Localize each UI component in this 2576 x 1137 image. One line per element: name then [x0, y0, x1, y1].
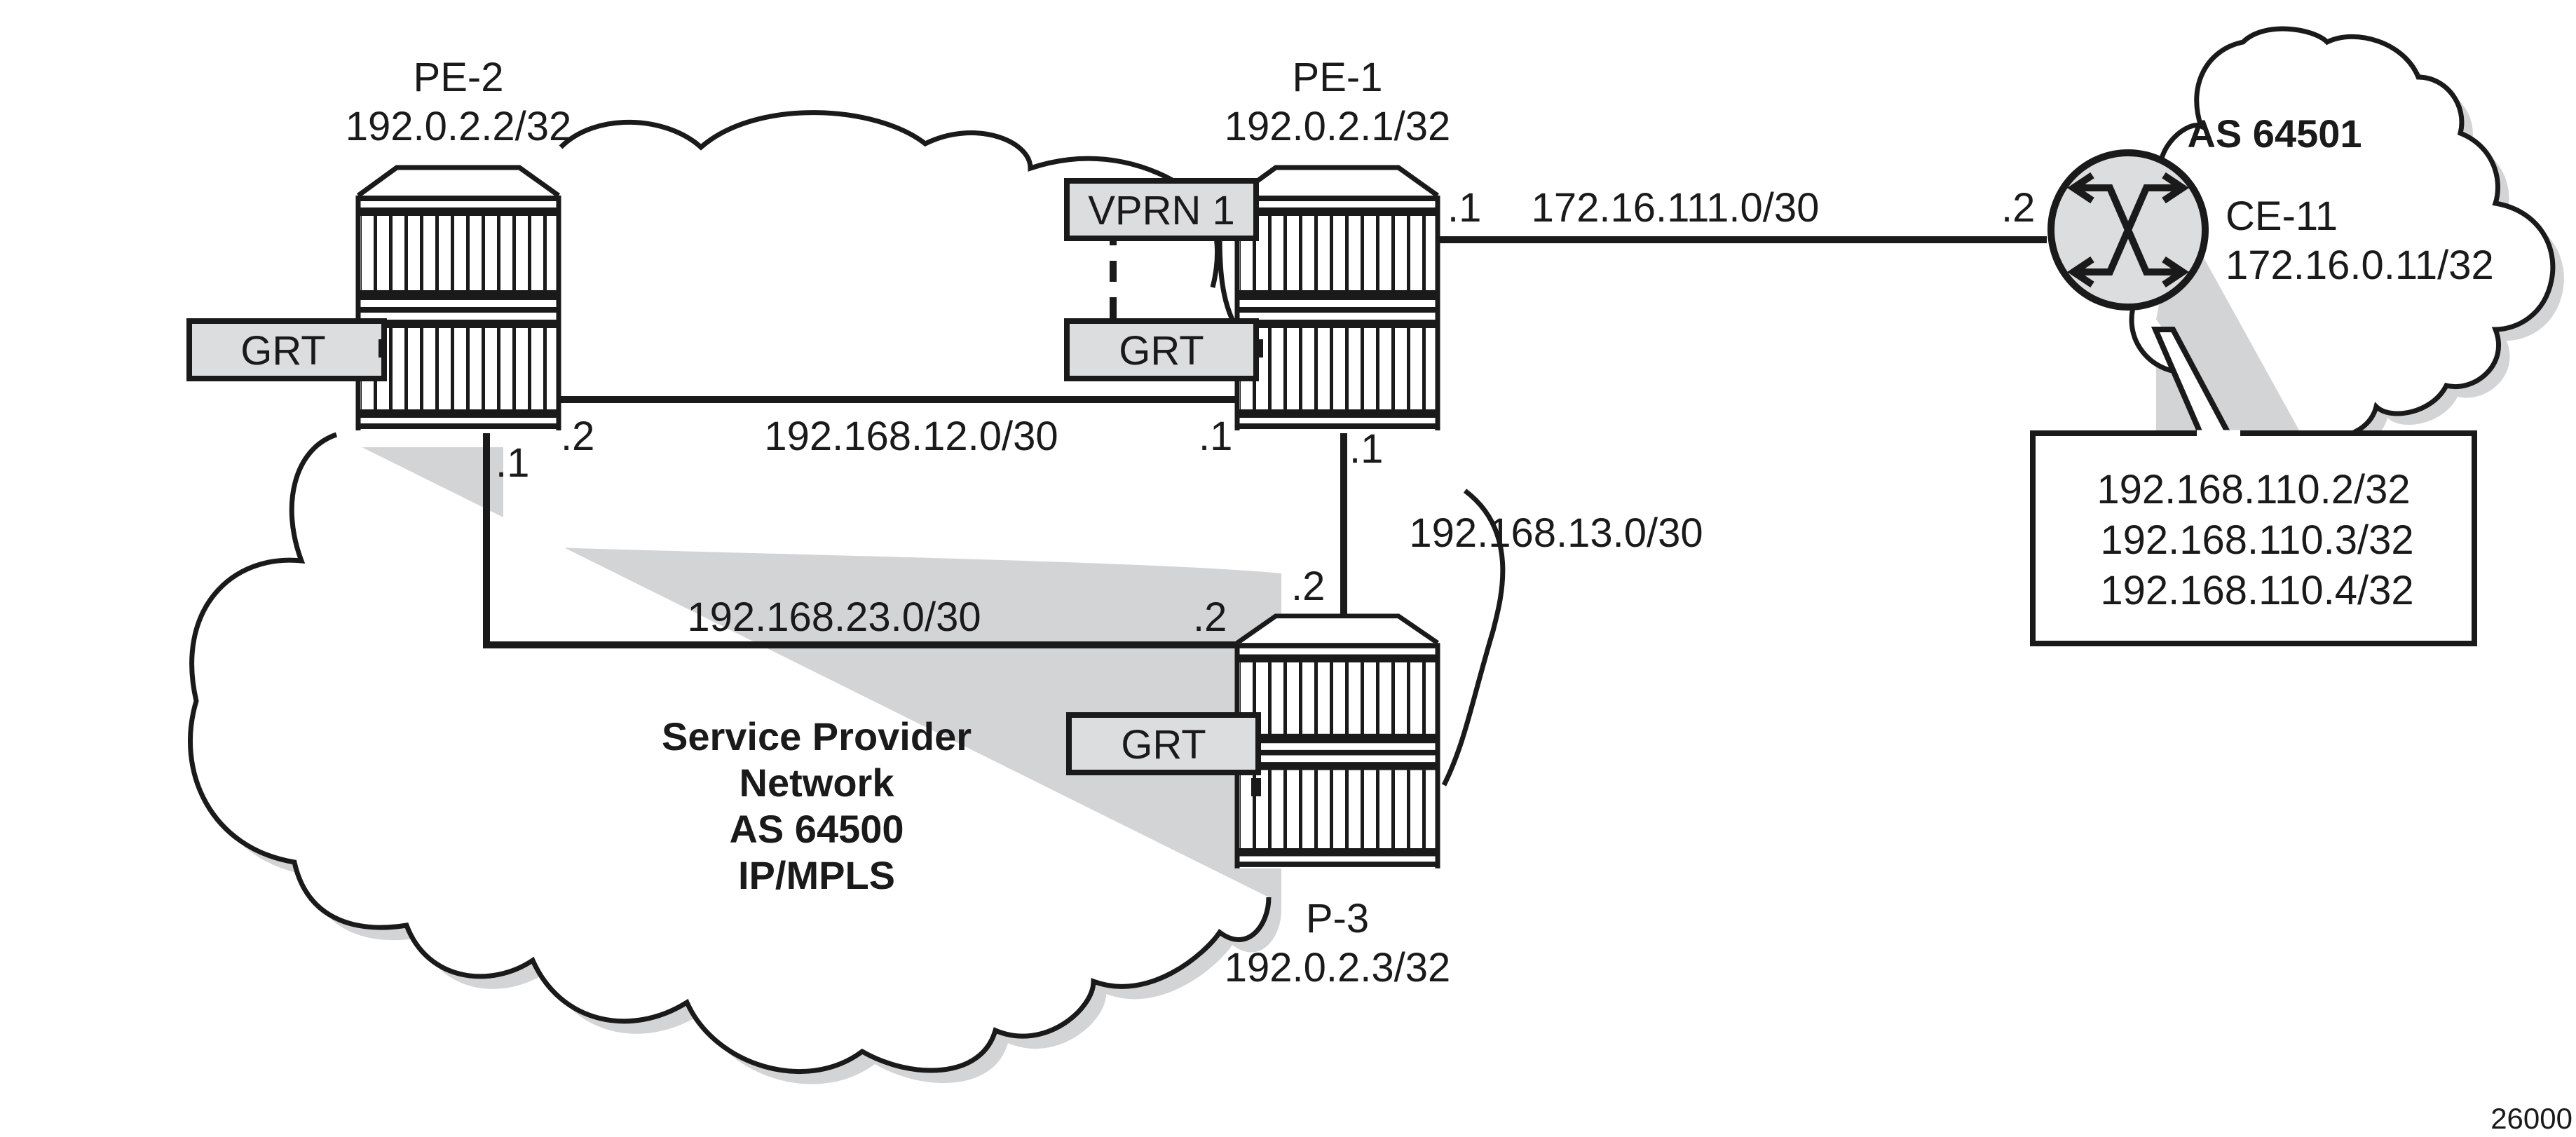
ce11-address: 172.16.0.11/32: [2226, 243, 2494, 288]
subnet-pe2-p3: 192.168.23.0/30: [687, 594, 981, 640]
provider-label-line2: Network: [740, 761, 895, 805]
if-pe2-pe1: .2: [561, 414, 594, 459]
pe2-grt-label: GRT: [240, 328, 325, 374]
pe2-name: PE-2: [414, 55, 504, 100]
if-pe2-p3: .1: [496, 440, 529, 486]
ce-prefix-callout: 192.168.110.2/32 192.168.110.3/32 192.16…: [2030, 327, 2477, 646]
pe1-address: 192.0.2.1/32: [1225, 104, 1451, 149]
pe1-grt-box[interactable]: GRT: [1064, 318, 1263, 381]
p3-grt-label: GRT: [1121, 722, 1206, 768]
p3-name: P-3: [1306, 896, 1369, 941]
pe2-grt-box[interactable]: GRT: [186, 318, 387, 381]
ce11-name: CE-11: [2226, 193, 2338, 239]
customer-cloud: [2129, 26, 2564, 467]
if-ce11-pe1: .2: [2001, 185, 2035, 231]
customer-as-label: AS 64501: [2187, 111, 2362, 156]
if-p3-pe2: .2: [1193, 594, 1227, 640]
provider-label-line3: AS 64500: [729, 807, 904, 851]
router-ce11[interactable]: [2047, 149, 2209, 311]
provider-label-line1: Service Provider: [662, 714, 972, 758]
p3-grt-box[interactable]: GRT: [1066, 712, 1261, 796]
provider-label-line4: IP/MPLS: [738, 853, 895, 897]
if-pe1-p3: .1: [1349, 426, 1383, 472]
pe1-name: PE-1: [1293, 55, 1383, 100]
provider-cloud: [188, 110, 1506, 1084]
if-pe1-ce11: .1: [1447, 185, 1481, 231]
link-pe2-p3: [483, 433, 1237, 648]
pe1-vprn-label: VPRN 1: [1088, 188, 1235, 233]
pe2-address: 192.0.2.2/32: [346, 104, 572, 149]
ce-prefix-1: 192.168.110.2/32: [2097, 467, 2410, 512]
subnet-pe1-ce11: 172.16.111.0/30: [1532, 185, 1820, 231]
router-cross-arrows-icon: [2066, 172, 2190, 288]
if-p3-pe1: .2: [1291, 564, 1325, 609]
pe1-vprn-box[interactable]: VPRN 1: [1064, 178, 1259, 241]
subnet-pe2-pe1: 192.168.12.0/30: [764, 414, 1058, 459]
router-pe1[interactable]: [1237, 168, 1438, 430]
figure-id: 26000: [2490, 1102, 2572, 1135]
subnet-pe1-p3: 192.168.13.0/30: [1409, 510, 1703, 556]
router-pe2[interactable]: [358, 168, 559, 430]
if-pe1-pe2: .1: [1199, 414, 1232, 459]
ce-prefix-2: 192.168.110.3/32: [2100, 517, 2413, 563]
p3-address: 192.0.2.3/32: [1225, 945, 1451, 990]
router-p3[interactable]: [1237, 616, 1438, 869]
ce-prefix-3: 192.168.110.4/32: [2100, 568, 2413, 613]
pe1-grt-label: GRT: [1119, 328, 1204, 374]
